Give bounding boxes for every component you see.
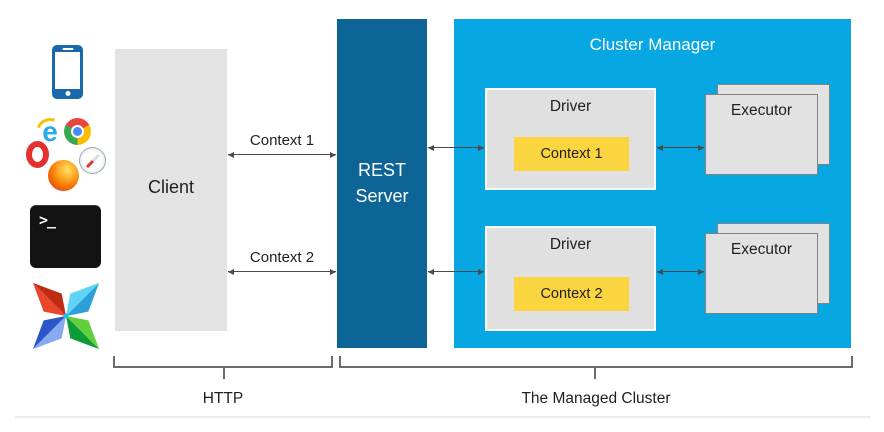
terminal-icon: >_ — [30, 205, 101, 268]
rest-driver2-arrow — [428, 269, 484, 275]
http-label: HTTP — [202, 390, 244, 407]
firefox-icon — [48, 160, 79, 191]
managed-cluster-label: The Managed Cluster — [521, 390, 671, 407]
managed-cluster-brace — [339, 356, 853, 368]
context2-chip: Context 2 — [514, 277, 629, 311]
client-rest-arrow-2 — [228, 269, 336, 275]
executor1-title: Executor — [730, 102, 793, 119]
driver1-executor1-arrow — [657, 145, 704, 151]
client-label: Client — [147, 177, 195, 197]
bottom-divider — [15, 416, 871, 418]
context1-chip: Context 1 — [514, 137, 629, 171]
opera-icon — [26, 141, 49, 168]
terminal-prompt: >_ — [39, 211, 56, 229]
browser-icons-group — [26, 112, 108, 192]
client-box: Client — [115, 49, 227, 331]
context2-connection-label: Context 2 — [249, 249, 315, 266]
executor2-title: Executor — [730, 241, 793, 258]
executor2-box: Executor — [705, 233, 818, 314]
cluster-manager-title: Cluster Manager — [589, 35, 716, 54]
rest-server-label: REST Server — [355, 160, 409, 206]
safari-icon — [79, 147, 106, 174]
rest-server-box: REST Server — [337, 19, 427, 348]
client-rest-arrow-1 — [228, 152, 336, 158]
airflow-icon — [32, 282, 100, 350]
managed-cluster-brace-tick — [594, 368, 596, 379]
chrome-icon — [64, 118, 91, 145]
http-brace-tick — [223, 368, 225, 379]
driver1-title: Driver — [549, 98, 592, 115]
smartphone-icon — [52, 45, 83, 99]
driver2-executor2-arrow — [657, 269, 704, 275]
context1-connection-label: Context 1 — [249, 132, 315, 149]
driver2-title: Driver — [549, 236, 592, 253]
http-brace — [113, 356, 333, 368]
executor1-box: Executor — [705, 94, 818, 175]
rest-driver1-arrow — [428, 145, 484, 151]
